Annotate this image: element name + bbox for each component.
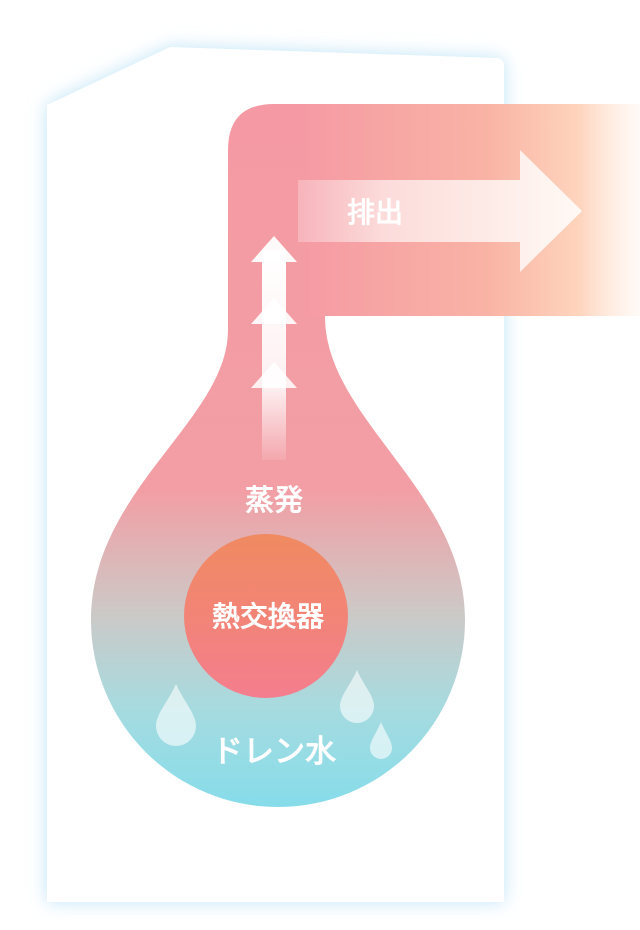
exhaust-label: 排出 <box>347 196 403 229</box>
evaporation-label: 蒸発 <box>245 483 304 517</box>
drain-water-label: ドレン水 <box>212 734 337 770</box>
heat-exchanger-label: 熱交換器 <box>212 600 325 633</box>
evaporation-arrow-shaft <box>262 250 286 460</box>
evaporation-arrow-head <box>251 236 297 262</box>
water-droplet-icon <box>156 684 196 746</box>
evaporation-arrow-head <box>251 362 297 388</box>
heat-exchanger-circle <box>184 534 348 698</box>
evaporation-arrow-head <box>251 298 297 324</box>
water-droplet-icons <box>156 670 392 759</box>
exhaust-arrow <box>298 150 582 272</box>
water-droplet-icon <box>370 722 392 759</box>
evaporation-arrows <box>251 236 297 460</box>
water-droplet-icon <box>340 670 374 723</box>
